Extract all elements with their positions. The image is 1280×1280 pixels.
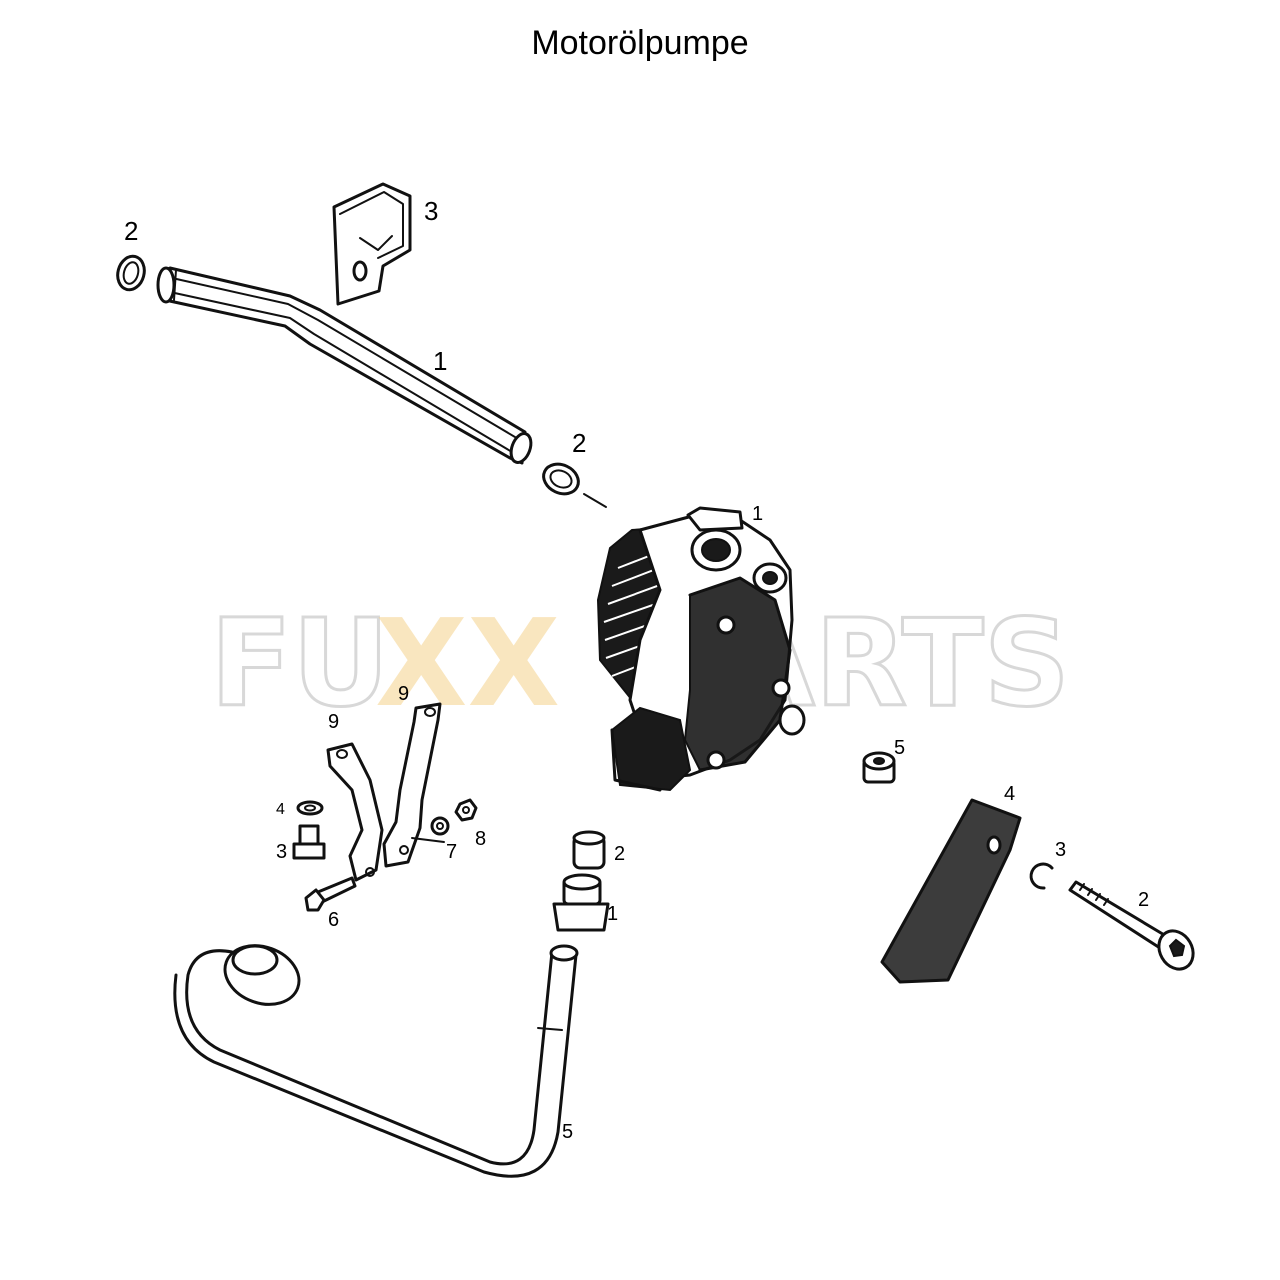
label-bracket: 3 xyxy=(424,196,438,226)
pipe-bracket xyxy=(332,182,412,306)
mounting-plate xyxy=(880,798,1022,984)
hex-bolt xyxy=(292,824,326,860)
label-pressure-pipe: 5 xyxy=(562,1121,573,1143)
watermark-mid: XX xyxy=(375,595,560,734)
label-union: 1 xyxy=(607,903,618,925)
strap-short xyxy=(326,742,384,882)
label-circlip: 3 xyxy=(1055,839,1066,861)
label-plate: 4 xyxy=(1004,783,1015,805)
label-strap-short: 9 xyxy=(328,711,339,733)
seal-ring-right xyxy=(542,462,607,508)
label-bolt: 3 xyxy=(276,841,287,863)
label-washer: 4 xyxy=(276,801,285,818)
mounting-group: 5 4 3 2 xyxy=(862,737,1195,984)
bracket-group: 9 9 4 3 7 8 6 xyxy=(276,683,486,931)
hex-nut xyxy=(454,798,478,822)
cap-screw xyxy=(304,876,357,912)
label-screw: 6 xyxy=(328,909,339,931)
label-spacer: 5 xyxy=(894,737,905,759)
suction-pipe-group: 2 3 1 2 xyxy=(116,182,607,508)
pressure-pipe xyxy=(173,944,579,1178)
label-ring-left: 2 xyxy=(124,216,138,246)
watermark-left: FU xyxy=(210,595,389,734)
label-socket-bolt: 2 xyxy=(1138,889,1149,911)
label-pump: 1 xyxy=(752,503,763,525)
label-hex-nut: 8 xyxy=(475,828,486,850)
label-plug: 2 xyxy=(614,843,625,865)
seal-ring-left xyxy=(116,254,146,292)
lock-nut xyxy=(430,816,450,836)
washer xyxy=(296,800,324,816)
pipe-plug xyxy=(572,830,606,870)
page-title: Motorölpumpe xyxy=(531,24,749,62)
pressure-pipe-group: 2 1 5 xyxy=(173,830,625,1178)
strap-long xyxy=(382,702,442,868)
label-lock-nut: 7 xyxy=(446,841,457,863)
circlip xyxy=(1029,862,1054,890)
spacer-ring xyxy=(862,751,896,784)
label-ring-right: 2 xyxy=(572,428,586,458)
pipe-union xyxy=(552,873,610,932)
suction-pipe xyxy=(156,266,533,465)
label-strap-long: 9 xyxy=(398,683,409,705)
socket-bolt xyxy=(1068,880,1195,971)
label-pipe: 1 xyxy=(433,346,447,376)
oil-pump: 1 xyxy=(596,503,806,792)
